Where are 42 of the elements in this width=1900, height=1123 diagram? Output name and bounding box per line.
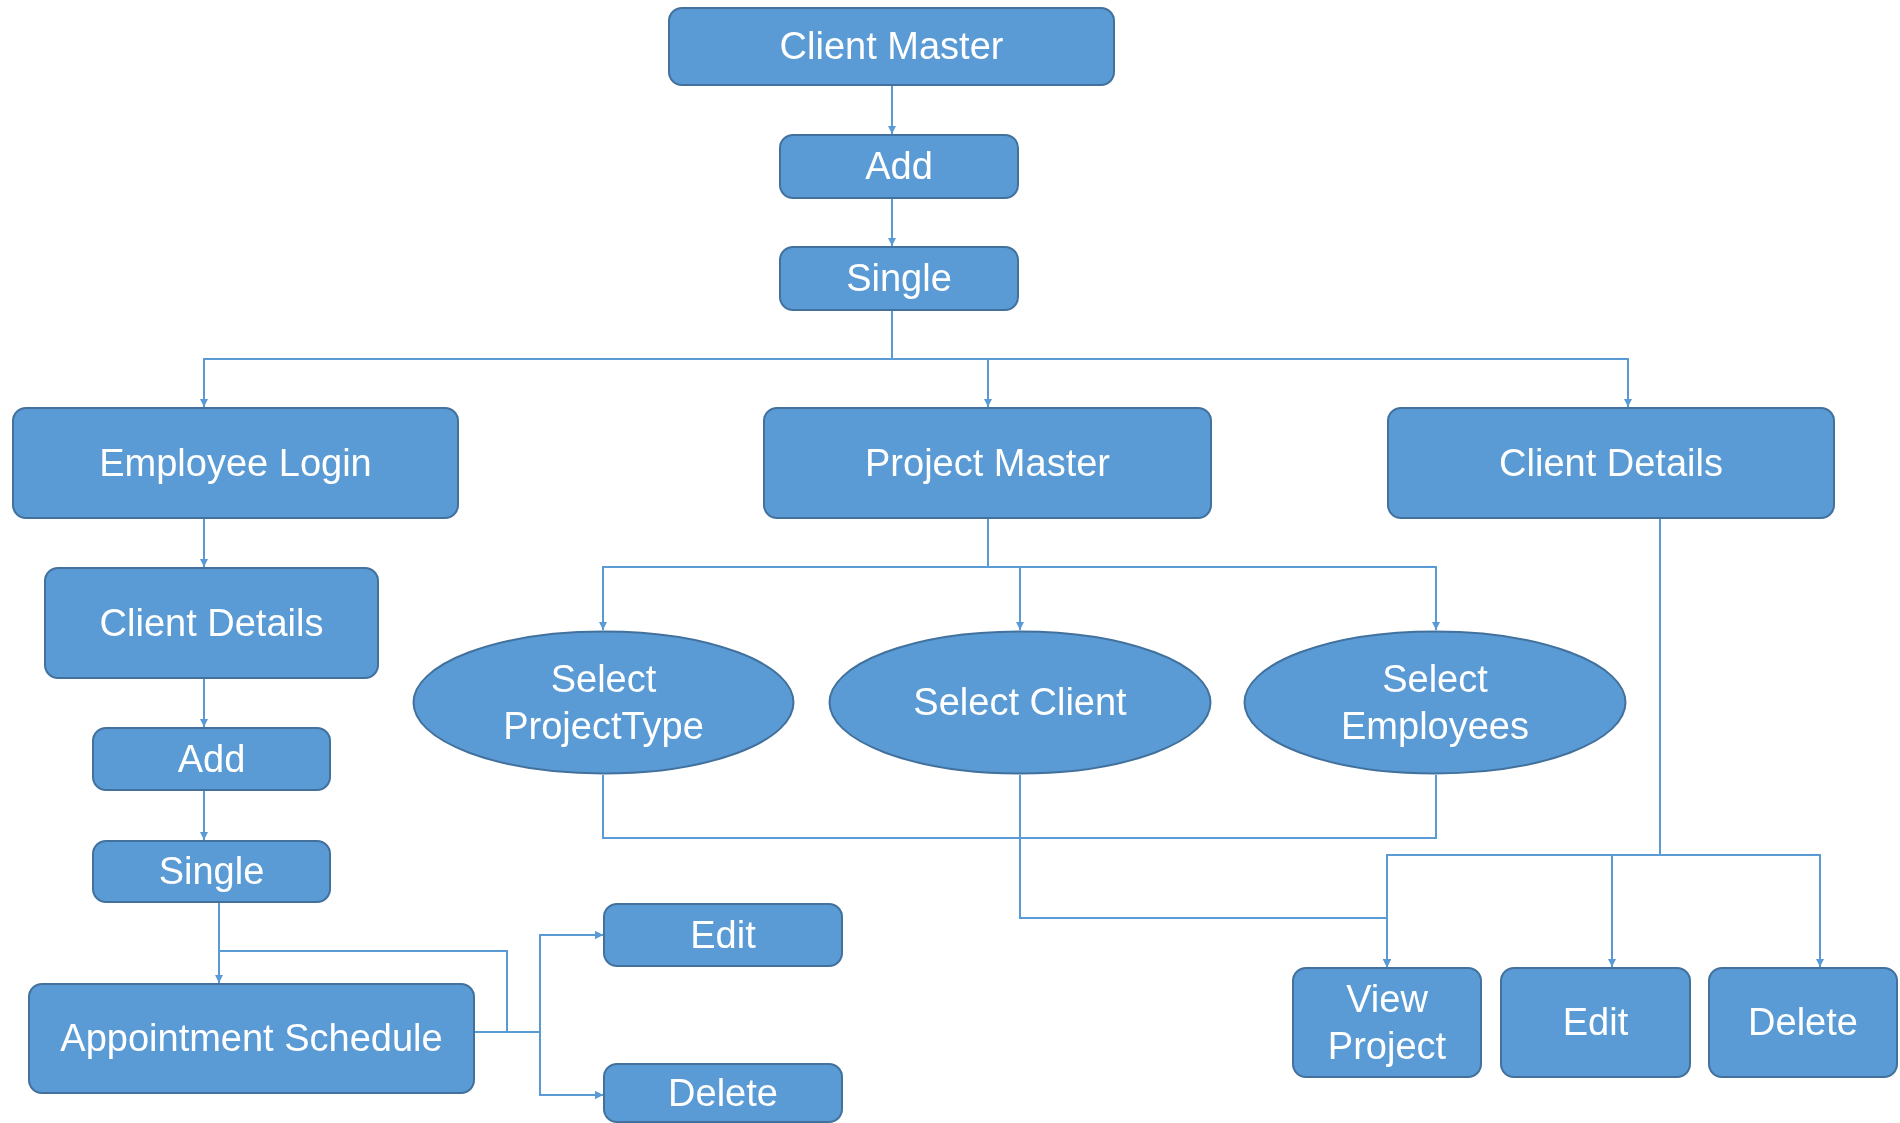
process-ellipse <box>828 630 1212 775</box>
arrow <box>888 198 896 247</box>
process-box <box>92 727 331 791</box>
node-label: Edit <box>690 912 756 958</box>
process-box <box>763 407 1212 519</box>
process-box <box>92 840 331 903</box>
node-label: Add <box>865 144 933 190</box>
arrow <box>888 85 896 135</box>
process-box <box>44 567 379 679</box>
process-box <box>603 903 843 967</box>
process-box <box>779 134 1019 199</box>
node-label: Select Client <box>913 680 1127 726</box>
node-label: Project Master <box>865 440 1110 486</box>
node-label: Add <box>177 736 246 782</box>
node-label: Single <box>846 256 952 302</box>
node-label: Select Employees <box>1340 657 1530 749</box>
process-box <box>12 407 459 519</box>
process-ellipse <box>1243 630 1627 775</box>
process-box <box>603 1063 843 1123</box>
node-label: Appointment Schedule <box>60 1016 443 1062</box>
process-box <box>1292 967 1482 1078</box>
node-label: Delete <box>1748 1000 1858 1046</box>
node-label: Single <box>158 849 265 895</box>
node-label: Employee Login <box>99 440 372 486</box>
process-box <box>1708 967 1898 1078</box>
process-box <box>1500 967 1691 1078</box>
arrow <box>200 678 208 728</box>
node-label: Edit <box>1562 1000 1629 1046</box>
arrow <box>200 518 208 568</box>
node-label: Client Master <box>779 24 1004 70</box>
node-label: View Project <box>1326 977 1448 1069</box>
process-box <box>1387 407 1835 519</box>
node-label: Client Details <box>99 600 324 646</box>
process-box <box>668 7 1115 86</box>
arrow <box>474 1031 604 1099</box>
node-label: Client Details <box>1499 440 1723 486</box>
process-box <box>28 983 475 1094</box>
process-ellipse <box>412 630 795 775</box>
arrow <box>200 790 208 841</box>
process-box <box>779 246 1019 311</box>
node-label: Select ProjectType <box>502 657 705 749</box>
node-label: Delete <box>668 1070 778 1116</box>
